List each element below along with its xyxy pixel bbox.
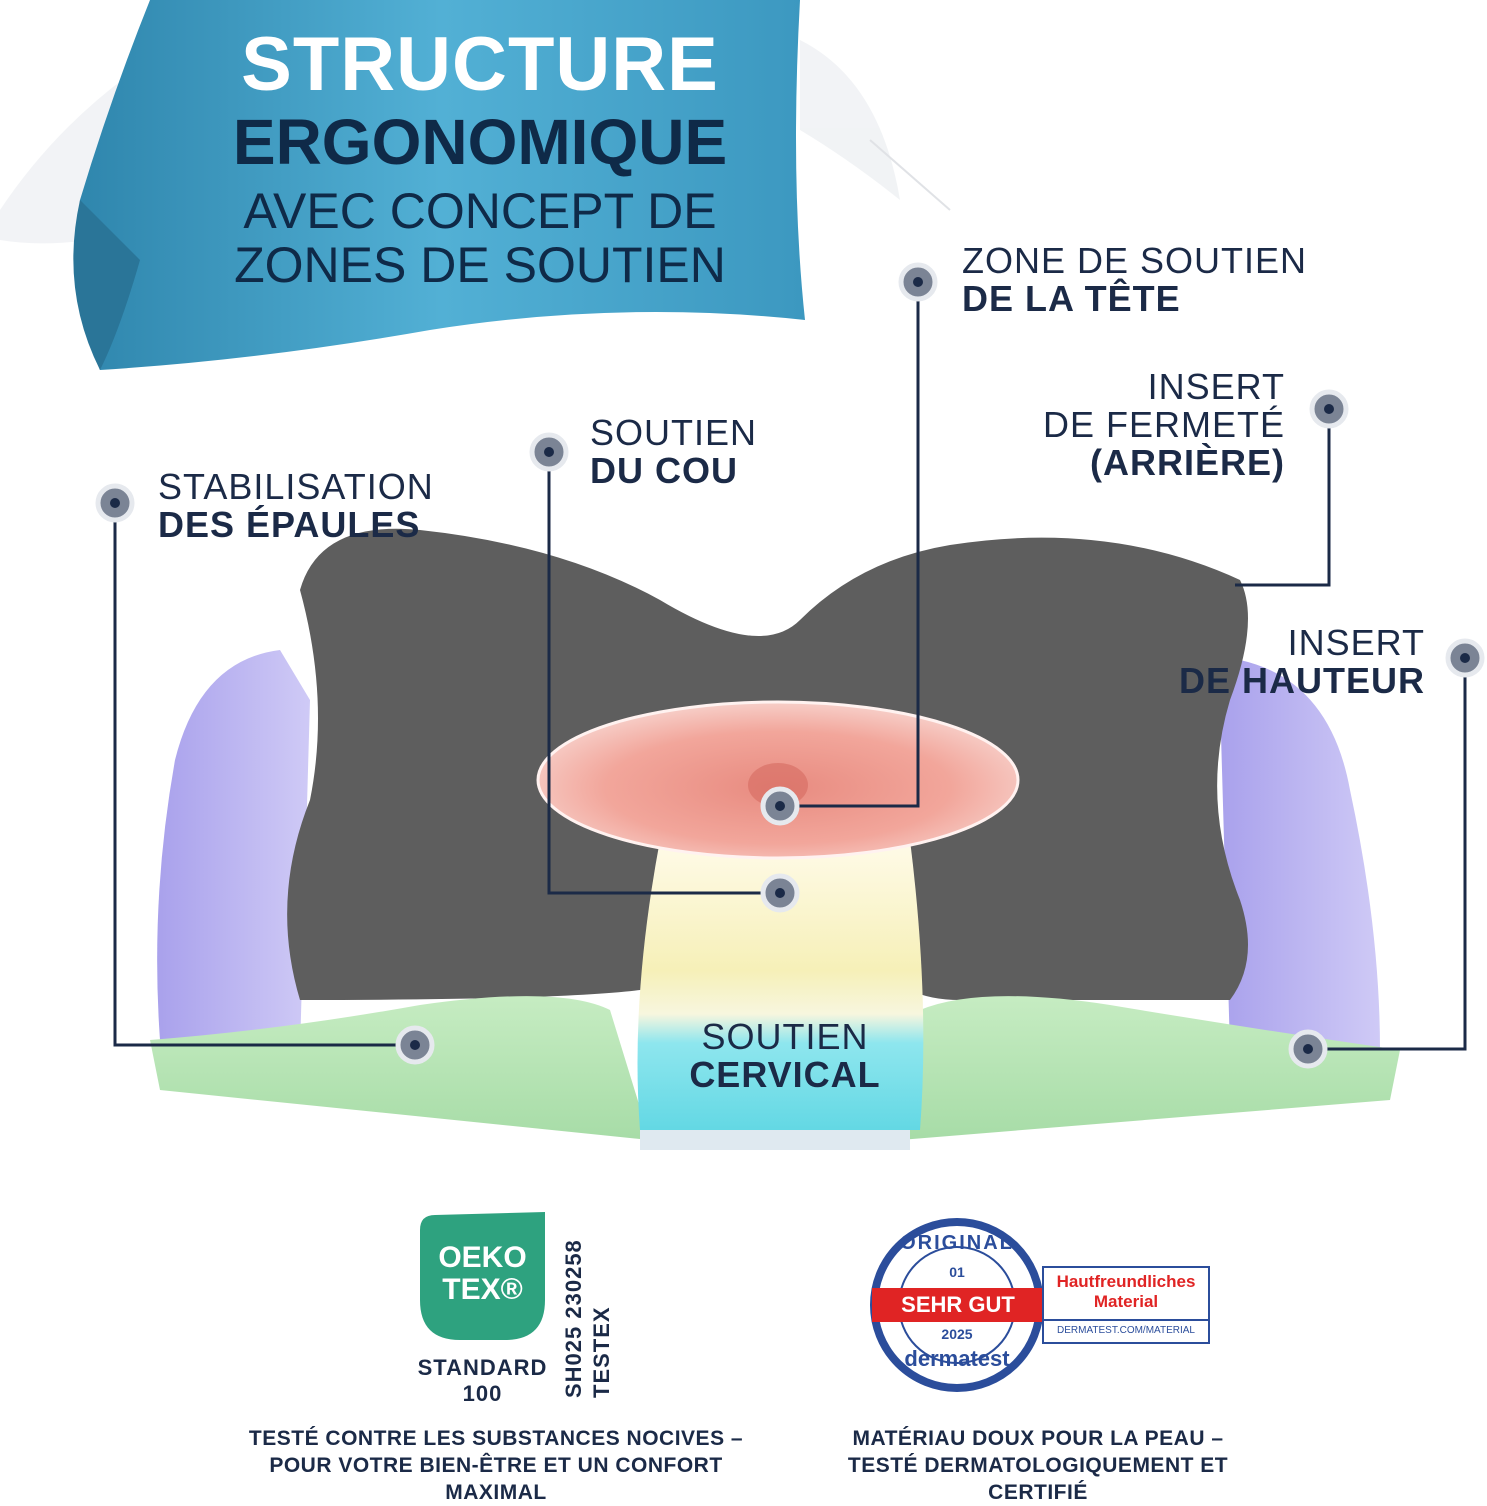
oeko-tex-description: TESTÉ CONTRE LES SUBSTANCES NOCIVES – PO… <box>248 1427 744 1504</box>
callout-lines <box>113 282 1467 1051</box>
dermatest-box <box>1042 1266 1210 1344</box>
oeko-tex-leaf <box>420 1212 545 1340</box>
dermatest-url: DERMATEST.COM/MATERIAL <box>1057 1325 1195 1336</box>
neck-zone <box>637 840 924 1130</box>
banner-subtitle: ERGONOMIQUE <box>232 106 728 178</box>
label-shoulder-stabilization: STABILISATION DES ÉPAULES <box>158 466 434 545</box>
banner-title: STRUCTURE <box>241 22 719 107</box>
lavender-right <box>1220 660 1380 1050</box>
mint-left <box>150 996 650 1140</box>
oeko-tex-logo-text: OEKO TEX® <box>438 1241 527 1306</box>
oeko-tex-lab: TESTEX <box>589 1306 614 1398</box>
label-cervical-support: SOUTIEN CERVICAL <box>689 1016 881 1095</box>
dermatest-grade: SEHR GUT <box>901 1292 1015 1317</box>
callout-dots <box>95 262 1485 1069</box>
oeko-tex-code: SH025 230258 <box>561 1239 586 1398</box>
dermatest-rank: 01 <box>949 1264 965 1280</box>
mint-right <box>900 996 1400 1140</box>
banner-ribbon <box>77 0 805 370</box>
dermatest-original: ORIGINAL <box>900 1232 1014 1254</box>
label-firmness-insert: INSERT DE FERMETÉ (ARRIÈRE) <box>1042 366 1285 483</box>
banner-line3: AVEC CONCEPT DE <box>243 183 717 239</box>
label-neck-support: SOUTIEN DU COU <box>590 412 758 491</box>
lavender-left <box>157 650 310 1050</box>
dermatest-brand: dermatest <box>904 1346 1010 1371</box>
dermatest-year: 2025 <box>941 1326 973 1342</box>
dermatest-box-text: Hautfreundliches Material <box>1056 1272 1196 1311</box>
banner-line4: ZONES DE SOUTIEN <box>234 237 726 293</box>
dermatest-description: MATÉRIAU DOUX POUR LA PEAU – TESTÉ DERMA… <box>847 1427 1229 1504</box>
label-head-support: ZONE DE SOUTIEN DE LA TÊTE <box>962 240 1308 319</box>
oeko-tex-standard: STANDARD 100 <box>417 1355 548 1406</box>
label-height-insert: INSERT DE HAUTEUR <box>1178 622 1425 701</box>
